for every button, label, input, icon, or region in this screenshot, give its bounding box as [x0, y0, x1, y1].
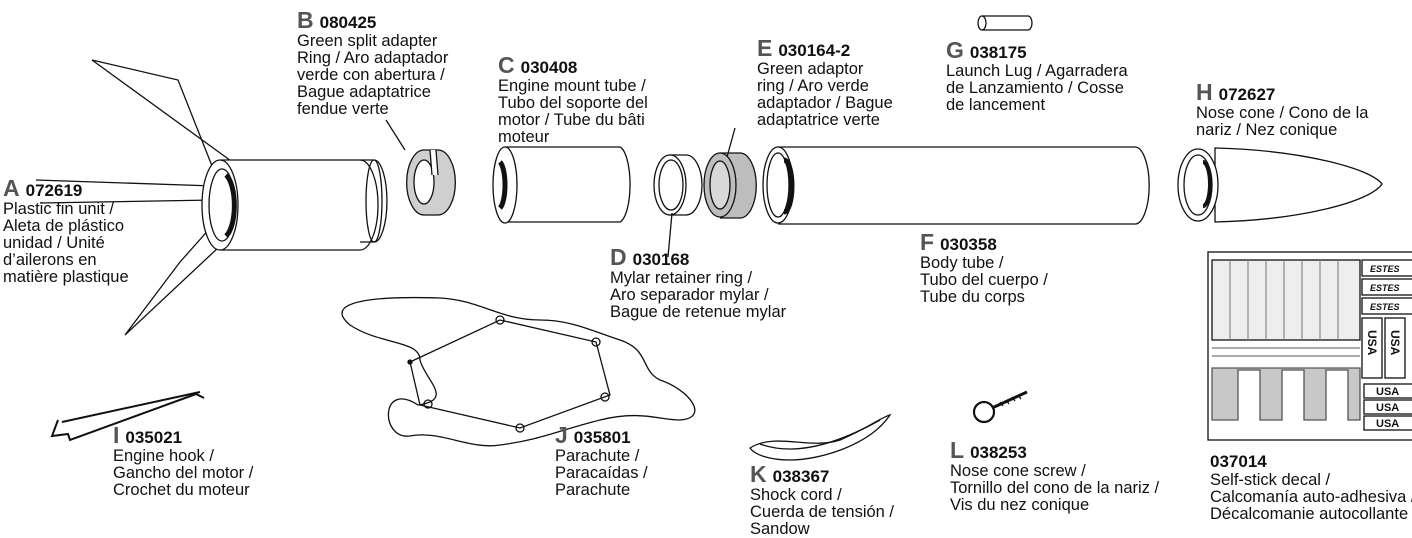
part-label-f: F 030358 Body tube / Tubo del cuerpo / Tu…: [920, 232, 1048, 306]
part-letter: H: [1196, 79, 1213, 105]
part-number: 038367: [773, 467, 830, 486]
part-number: 030358: [940, 235, 997, 254]
nose-cone-drawing: [1178, 148, 1382, 222]
decal-usa-mark: USA: [1376, 402, 1399, 414]
part-number: 072619: [26, 181, 83, 200]
part-number: 035801: [574, 428, 631, 447]
decal-usa-mark: USA: [1376, 418, 1399, 430]
part-description: Shock cord / Cuerda de tensión / Sandow: [750, 487, 894, 538]
engine-mount-tube-drawing: [493, 147, 630, 223]
part-number: 038175: [970, 43, 1027, 62]
decal-vertical-mark: USA: [1365, 330, 1379, 356]
part-label-k: K 038367 Shock cord / Cuerda de tensión /…: [750, 464, 894, 538]
part-number: 030164-2: [778, 41, 850, 60]
adaptor-ring-drawing: [704, 153, 756, 218]
decal-brand-mark: ESTES: [1370, 302, 1400, 312]
part-label-e: E 030164-2 Green adaptor ring / Aro verde…: [757, 38, 893, 129]
part-label-g: G 038175 Launch Lug / Agarradera de Lanza…: [946, 40, 1128, 114]
screw-eye-drawing: [974, 392, 1027, 422]
part-label-l: L 038253 Nose cone screw / Tornillo del c…: [950, 440, 1159, 514]
part-label-b: B 080425 Green split adapter Ring / Aro a…: [297, 10, 448, 118]
split-ring-drawing: [407, 150, 456, 215]
part-description: Nose cone screw / Tornillo del cono de l…: [950, 463, 1159, 514]
part-description: Engine hook / Gancho del motor / Crochet…: [113, 448, 253, 499]
part-description: Green adaptor ring / Aro verde adaptador…: [757, 61, 893, 129]
part-letter: B: [297, 7, 314, 33]
part-letter: C: [498, 52, 515, 78]
part-number: 072627: [1219, 85, 1276, 104]
part-description: Parachute / Paracaídas / Parachute: [555, 448, 648, 499]
retainer-ring-drawing: [654, 155, 702, 215]
part-label-a: A 072619 Plastic fin unit / Aleta de plás…: [3, 178, 129, 286]
shock-cord-drawing: [750, 415, 890, 460]
part-number: 035021: [125, 428, 182, 447]
part-description: Body tube / Tubo del cuerpo / Tube du co…: [920, 255, 1048, 306]
part-description: Mylar retainer ring / Aro separador myla…: [610, 270, 786, 321]
part-description: Green split adapter Ring / Aro adaptador…: [297, 33, 448, 118]
decal-brand-mark: ESTES: [1370, 283, 1400, 293]
part-letter: E: [757, 35, 772, 61]
body-tube-drawing: [763, 147, 1149, 224]
part-letter: A: [3, 175, 20, 201]
part-letter: J: [555, 422, 568, 448]
part-number: 080425: [320, 13, 377, 32]
part-label-h: H 072627 Nose cone / Cono de la nariz / N…: [1196, 82, 1368, 139]
part-description: Launch Lug / Agarradera de Lanzamiento /…: [946, 63, 1128, 114]
part-description: Self-stick decal / Calcomanía auto-adhes…: [1210, 472, 1412, 523]
part-letter: D: [610, 244, 627, 270]
part-number: 030408: [521, 58, 578, 77]
launch-lug-drawing: [978, 16, 1032, 30]
decal-usa-mark: USA: [1376, 386, 1399, 398]
decal-vertical-mark: USA: [1388, 330, 1402, 356]
part-letter: F: [920, 229, 934, 255]
part-number: 037014: [1210, 452, 1267, 471]
part-letter: G: [946, 37, 964, 63]
part-label-c: C 030408 Engine mount tube / Tubo del sop…: [498, 55, 648, 146]
part-letter: I: [113, 422, 119, 448]
part-description: Nose cone / Cono de la nariz / Nez coniq…: [1196, 105, 1368, 139]
part-description: Plastic fin unit / Aleta de plástico uni…: [3, 201, 129, 286]
part-number: 038253: [970, 443, 1027, 462]
part-letter: K: [750, 461, 767, 487]
part-letter: L: [950, 437, 964, 463]
part-number: 030168: [633, 250, 690, 269]
part-description: Engine mount tube / Tubo del soporte del…: [498, 78, 648, 146]
part-label-j: J 035801 Parachute / Paracaídas / Parachu…: [555, 425, 648, 499]
part-label-d: D 030168 Mylar retainer ring / Aro separa…: [610, 247, 786, 321]
part-label-decal: 037014 Self-stick decal / Calcomanía aut…: [1210, 452, 1412, 523]
decal-brand-mark: ESTES: [1370, 264, 1400, 274]
part-label-i: I 035021 Engine hook / Gancho del motor /…: [113, 425, 253, 499]
